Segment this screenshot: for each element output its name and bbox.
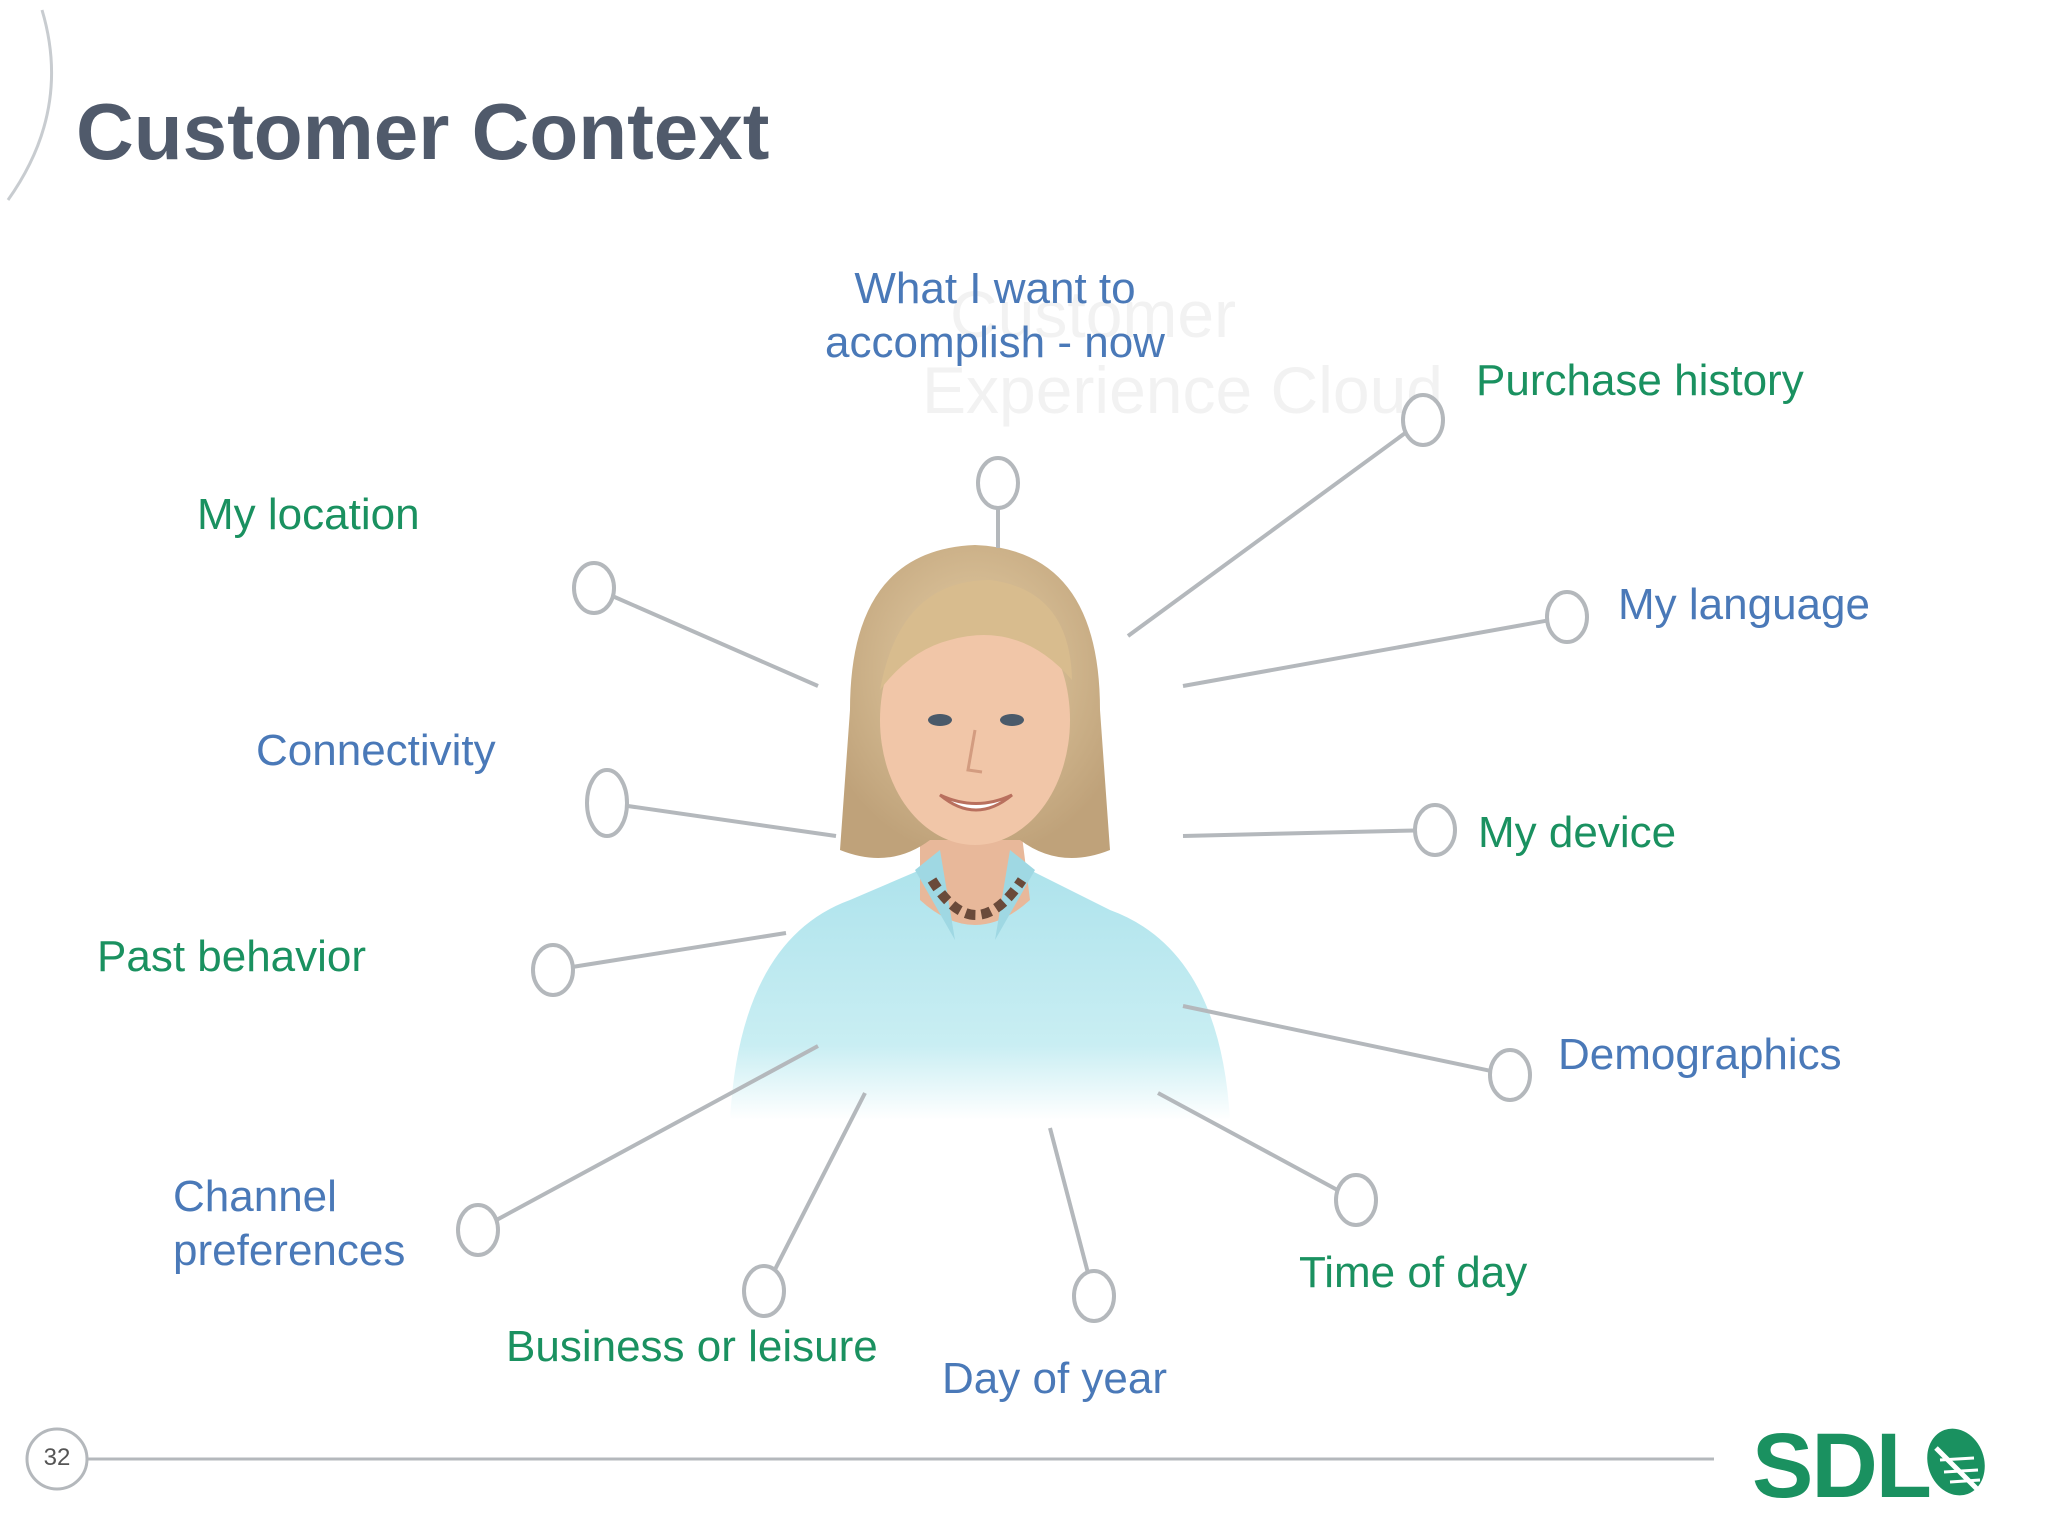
connector-node-channel — [456, 1203, 500, 1257]
label-goal-line1: What I want to — [854, 264, 1136, 313]
background-watermark-line2: Experience Cloud — [922, 353, 1443, 427]
connector-node-connectivity — [585, 768, 629, 838]
label-demographics: Demographics — [1558, 1030, 1842, 1079]
connector-line-location — [612, 594, 819, 688]
person-illustration — [730, 545, 1230, 1120]
label-my-language: My language — [1618, 580, 1870, 629]
connector-node-demographics — [1488, 1048, 1532, 1102]
label-my-device: My device — [1478, 808, 1677, 857]
connector-line-past — [572, 931, 787, 969]
connector-line-connectivity — [626, 803, 837, 838]
sdl-logo-text: SDL — [1752, 1415, 1932, 1517]
background-watermark-line1: Customer — [950, 277, 1237, 351]
connector-line-dayofyear — [1048, 1127, 1090, 1273]
label-day-of-year: Day of year — [942, 1354, 1167, 1403]
connector-node-past — [531, 943, 575, 997]
decorative-arc — [6, 9, 54, 201]
label-my-location: My location — [197, 490, 420, 539]
sdl-leaf-icon — [1927, 1428, 1985, 1496]
label-channel-line1: Channel — [173, 1172, 337, 1221]
connector-node-location — [572, 561, 616, 615]
sdl-logo: SDL — [1752, 1410, 1992, 1517]
connector-line-device — [1182, 828, 1416, 838]
connector-line-time — [1157, 1091, 1339, 1192]
connector-node-goal — [976, 456, 1020, 510]
connector-node-business — [742, 1264, 786, 1318]
footer-rule — [25, 1427, 1714, 1491]
label-connectivity: Connectivity — [256, 726, 496, 775]
label-purchase-history: Purchase history — [1476, 356, 1804, 405]
connector-line-purchase — [1126, 431, 1407, 638]
label-past-behavior: Past behavior — [97, 932, 367, 981]
connector-node-time — [1334, 1173, 1378, 1227]
label-channel-preferences: Channel preferences — [173, 1170, 405, 1278]
page-title: Customer Context — [76, 87, 770, 176]
label-business-or-leisure: Business or leisure — [506, 1322, 878, 1371]
connector-node-language — [1545, 590, 1589, 644]
label-channel-line2: preferences — [173, 1226, 406, 1275]
page-number: 32 — [43, 1444, 71, 1471]
label-goal-line2: accomplish - now — [825, 318, 1165, 367]
connector-line-demographics — [1182, 1004, 1491, 1073]
connector-node-dayofyear — [1072, 1269, 1116, 1323]
label-time-of-day: Time of day — [1299, 1248, 1528, 1297]
connector-node-purchase — [1401, 393, 1445, 447]
connector-node-device — [1413, 803, 1457, 857]
connector-line-language — [1182, 618, 1548, 688]
connector-line-business — [772, 1092, 867, 1271]
connector-line-channel — [495, 1044, 819, 1222]
label-goal: What I want to accomplish - now — [820, 262, 1170, 370]
